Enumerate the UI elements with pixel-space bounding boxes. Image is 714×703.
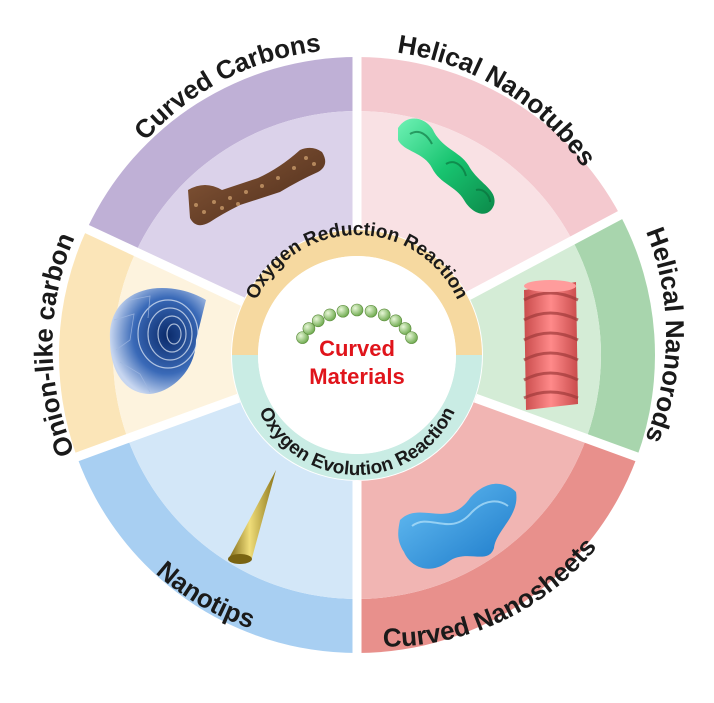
segment-band-helical-nanorods <box>357 438 638 653</box>
pink-helical-rod-icon <box>523 280 579 410</box>
segment-divider <box>473 393 641 462</box>
segment-band-helical-nanotubes <box>572 215 655 457</box>
gold-cone-icon <box>228 470 276 564</box>
outer-ring <box>58 57 655 653</box>
blue-wavy-sheet-icon <box>398 483 517 569</box>
segment-band-nanotips <box>58 229 136 457</box>
bead <box>336 304 350 318</box>
bead <box>398 322 412 335</box>
bead <box>302 322 316 335</box>
bead-chain-icon <box>296 303 418 344</box>
segment-band-curved-nanosheets <box>76 438 358 653</box>
segment-divider <box>83 224 245 306</box>
orr-band <box>232 230 482 355</box>
segment-divider <box>73 393 241 462</box>
segment-band-onion-like-carbon <box>86 57 357 252</box>
segment-panel-curved-carbons <box>357 111 573 296</box>
center-hub: Curved Materials <box>296 303 418 389</box>
green-helical-tube-icon <box>398 118 495 214</box>
bead <box>364 304 378 318</box>
onion-sphere-icon <box>109 288 206 394</box>
bead <box>377 308 391 322</box>
segment-dividers <box>73 55 641 655</box>
bead <box>389 314 403 328</box>
segment-band-curved-carbons <box>357 57 621 241</box>
bead <box>296 331 309 344</box>
bead <box>311 314 325 328</box>
oer-band <box>232 355 482 480</box>
segment-divider <box>466 210 624 300</box>
bead <box>350 303 364 317</box>
center-title-line1: Curved <box>319 336 395 361</box>
bead <box>405 331 418 344</box>
center-title-line2: Materials <box>309 364 404 389</box>
carbon-nanotube-dumbbell-icon <box>188 147 326 226</box>
bead <box>323 308 337 322</box>
segment-panel-curved-nanosheets <box>127 398 358 599</box>
